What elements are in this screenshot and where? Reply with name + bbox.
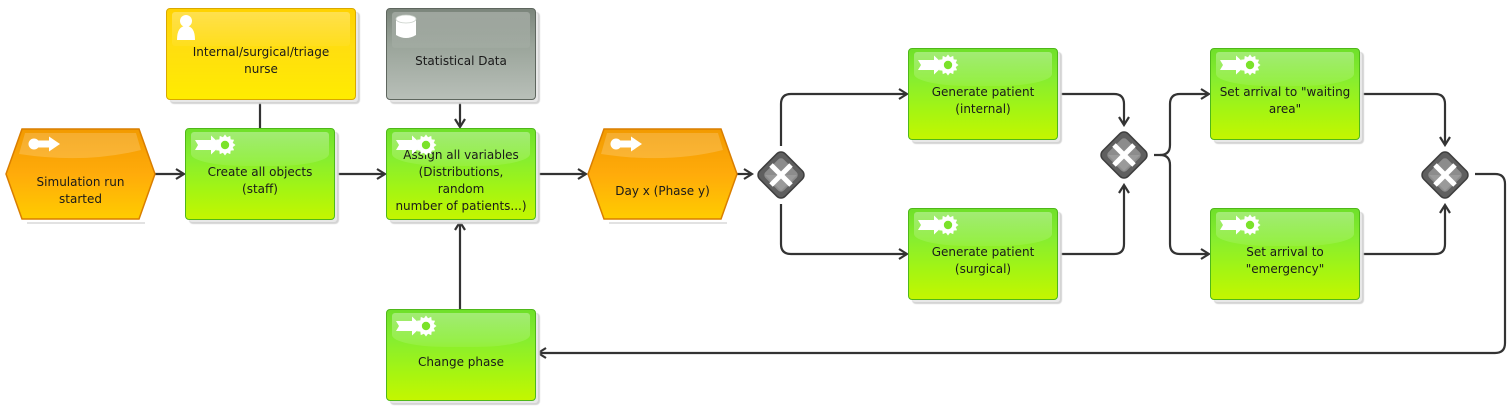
edge-emergency-to-join2 [1360,205,1445,256]
person-icon [177,15,195,40]
function-set-arrival-emergency[interactable]: Set arrival to "emergency" [1210,208,1360,300]
edge-join1-to-waiting [1154,94,1209,157]
function-assign-all-variables[interactable]: Assign all variables (Distributions, ran… [386,128,536,220]
data-label: Statistical Data [415,53,507,68]
xor-gateway-icon [769,163,793,187]
function-change-phase[interactable]: Change phase [386,309,536,401]
edge-xor1-to-surgical [779,204,907,254]
event-day-x-phase-y[interactable]: Day x (Phase y) [587,128,738,224]
event-icon [28,136,60,152]
function-create-all-objects[interactable]: Create all objects (staff) [185,128,335,220]
database-icon [395,14,417,38]
function-label: Set arrival to "emergency" [1245,245,1325,276]
edge-join2-to-change [538,172,1507,353]
xor-gateway-join-1[interactable] [1094,125,1154,185]
function-generate-patient-surgical[interactable]: Generate patient (surgical) [908,208,1058,300]
org-unit-label: Internal/surgical/triage nurse [192,45,330,76]
function-set-arrival-waiting-area[interactable]: Set arrival to "waiting area" [1210,48,1360,140]
function-icon [1220,54,1261,76]
function-icon [918,214,959,236]
data-statistical-data[interactable]: Statistical Data [386,8,536,100]
function-icon [396,315,437,337]
xor-gateway-join-2[interactable] [1415,145,1475,205]
xor-gateway-split[interactable] [751,145,811,205]
event-icon [610,136,642,152]
function-icon [1220,214,1261,236]
function-label: Assign all variables (Distributions, ran… [395,148,527,213]
function-label: Change phase [418,354,504,369]
edge-xor1-to-internal [779,94,907,146]
xor-gateway-icon [1433,163,1457,187]
function-generate-patient-internal[interactable]: Generate patient (internal) [908,48,1058,140]
edge-internal-to-join1 [1058,92,1124,125]
org-unit-nurse[interactable]: Internal/surgical/triage nurse [166,8,356,100]
event-label: Simulation run started [36,175,125,206]
event-simulation-run-started[interactable]: Simulation run started [5,128,156,224]
edge-surgical-to-join1 [1058,185,1124,256]
edge-join1-to-emergency [1159,153,1209,254]
function-icon [396,134,437,156]
function-label: Generate patient (surgical) [931,245,1035,276]
xor-gateway-icon [1112,143,1136,167]
function-icon [195,134,236,156]
event-shape [5,128,156,224]
edge-waiting-to-join2 [1360,92,1445,145]
function-label: Set arrival to "waiting area" [1219,85,1351,116]
event-label: Day x (Phase y) [615,183,710,198]
function-label: Generate patient (internal) [931,85,1035,116]
function-label: Create all objects (staff) [207,165,313,196]
function-icon [918,54,959,76]
